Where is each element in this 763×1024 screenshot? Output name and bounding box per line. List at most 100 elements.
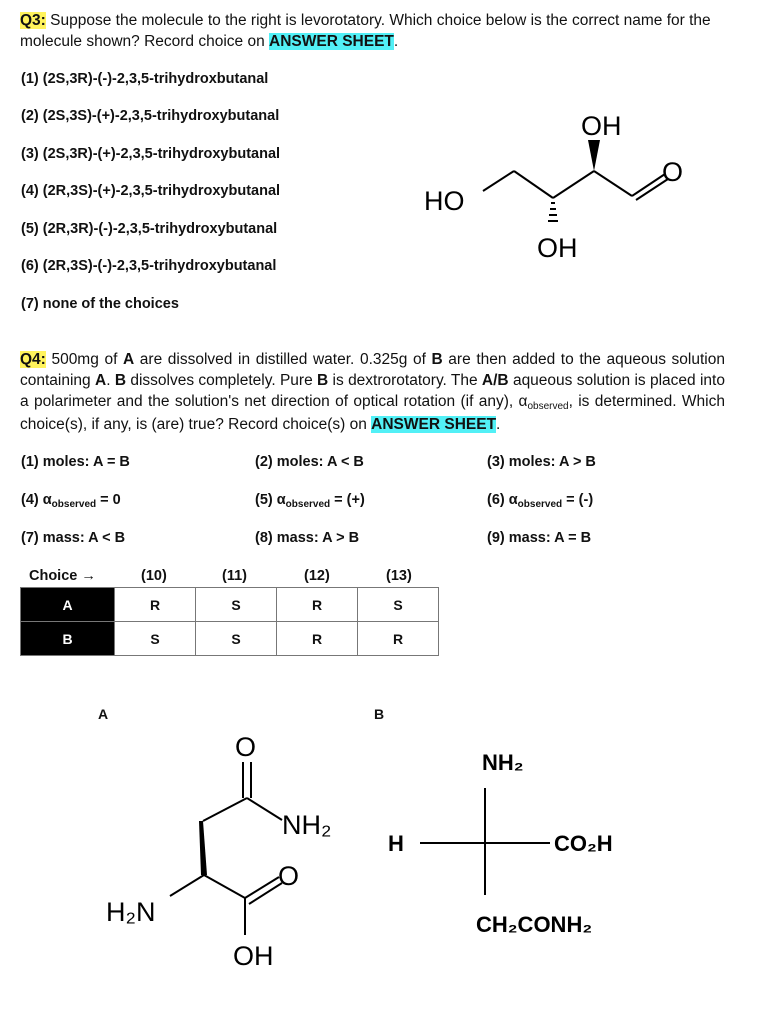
ch2conh2-label: CH₂CONH₂ bbox=[476, 912, 592, 937]
q4-observed-sub: observed bbox=[527, 401, 569, 412]
oh-bottom-label: OH bbox=[537, 233, 578, 263]
oh-label: OH bbox=[233, 941, 274, 971]
q3-choice-3: (3) (2S,3R)-(+)-2,3,5-trihydroxybutanal bbox=[21, 146, 281, 162]
q3-choice-4: (4) (2R,3S)-(+)-2,3,5-trihydroxybutanal bbox=[21, 183, 281, 199]
q4-text-8: , is determined. Which choice(s), if any… bbox=[20, 393, 725, 433]
ho-left-label: HO bbox=[424, 186, 465, 216]
q4-ab: A/B bbox=[481, 372, 509, 389]
table-cell: R bbox=[357, 621, 439, 656]
q4-choice-7: (7) mass: A < B bbox=[21, 530, 126, 546]
h-left-label: H bbox=[388, 831, 404, 856]
table-cell: S bbox=[195, 587, 277, 622]
table-row: A R S R S bbox=[20, 587, 439, 622]
q4-text-3: are then added to the aqueous solution c… bbox=[20, 351, 725, 389]
q4-label: Q4: bbox=[20, 351, 46, 368]
q4-text-5: dissolves completely. Pure bbox=[126, 372, 318, 389]
structure-a-label: A bbox=[98, 706, 109, 722]
q4-period: . bbox=[496, 416, 501, 433]
structure-b: NH₂ H CO₂H CH₂CONH₂ bbox=[388, 750, 613, 937]
bond bbox=[246, 797, 283, 821]
bond bbox=[513, 170, 554, 199]
q4-text-6: is dextrorotatory. The bbox=[328, 372, 482, 389]
q4-choice-5-prefix: (5) α bbox=[255, 492, 286, 508]
col-header-12: (12) bbox=[304, 568, 330, 584]
q4-question: Q4: 500mg of A are dissolved in distille… bbox=[20, 349, 725, 435]
q4-choice-8: (8) mass: A > B bbox=[255, 530, 360, 546]
o-label: O bbox=[662, 157, 683, 187]
row-label-a: A bbox=[20, 587, 115, 622]
q4-choice-6-prefix: (6) α bbox=[487, 492, 518, 508]
bond bbox=[248, 882, 283, 905]
q3-question: Q3: Suppose the molecule to the right is… bbox=[20, 10, 725, 52]
q4-choice-9: (9) mass: A = B bbox=[487, 530, 592, 546]
q4-text-4: . bbox=[106, 372, 115, 389]
table-row: B S S R R bbox=[20, 621, 439, 656]
q4-choice-2: (2) moles: A < B bbox=[255, 454, 364, 470]
table-cell: R bbox=[114, 587, 196, 622]
q4-b: B bbox=[114, 372, 127, 389]
q4-a: A bbox=[94, 372, 107, 389]
bond bbox=[552, 170, 595, 199]
q3-choice-6: (6) (2R,3S)-(-)-2,3,5-trihydroxybutanal bbox=[21, 258, 277, 274]
q4-choice-4-prefix: (4) α bbox=[21, 492, 52, 508]
q4-choice-6: (6) αobserved = (-) bbox=[487, 492, 594, 510]
q4-answer-sheet: ANSWER SHEET bbox=[371, 416, 497, 433]
structure-a: O NH₂ H₂N O OH bbox=[106, 732, 331, 971]
q4-b: B bbox=[431, 351, 443, 368]
bond bbox=[244, 876, 280, 899]
col-header-10: (10) bbox=[141, 568, 167, 584]
bond bbox=[635, 178, 669, 201]
q4-choice-6-suffix: = (-) bbox=[562, 492, 594, 508]
config-table: A R S R S B S S R R bbox=[20, 587, 439, 656]
q4-a: A bbox=[122, 351, 135, 368]
table-cell: R bbox=[276, 621, 358, 656]
q4-choice-1: (1) moles: A = B bbox=[21, 454, 130, 470]
nh2-top-label: NH₂ bbox=[482, 750, 524, 775]
h2n-label: H₂N bbox=[106, 897, 155, 927]
q3-choice-7: (7) none of the choices bbox=[21, 296, 179, 312]
q4-choice-4-suffix: = 0 bbox=[96, 492, 121, 508]
observed-sub: observed bbox=[517, 499, 563, 510]
table-cell: R bbox=[276, 587, 358, 622]
q4-choice-5: (5) αobserved = (+) bbox=[255, 492, 365, 510]
oh-top-label: OH bbox=[581, 111, 622, 141]
q3-label: Q3: bbox=[20, 12, 46, 29]
q3-choice-5: (5) (2R,3R)-(-)-2,3,5-trihydroxybutanal bbox=[21, 221, 278, 237]
wedge-bond bbox=[588, 140, 600, 171]
table-cell: S bbox=[114, 621, 196, 656]
o-right-label: O bbox=[278, 861, 299, 891]
q3-answer-sheet: ANSWER SHEET bbox=[269, 33, 394, 50]
bond bbox=[202, 797, 248, 822]
observed-sub: observed bbox=[51, 499, 97, 510]
bond bbox=[169, 874, 205, 897]
hash-bond bbox=[548, 202, 558, 222]
q4-text-7: aqueous solution is placed into a polari… bbox=[20, 372, 725, 410]
nh2-label: NH₂ bbox=[282, 810, 331, 840]
q3-molecule: HO O OH OH bbox=[424, 111, 683, 263]
q4-text-2: are dissolved in distilled water. 0.325g… bbox=[134, 351, 432, 368]
col-header-13: (13) bbox=[386, 568, 412, 584]
q4-choice-3: (3) moles: A > B bbox=[487, 454, 596, 470]
col-header-11: (11) bbox=[222, 568, 247, 584]
q4-b: B bbox=[317, 372, 329, 389]
q4-choice-5-suffix: = (+) bbox=[330, 492, 365, 508]
bond bbox=[593, 170, 633, 197]
bond bbox=[631, 173, 666, 197]
q3-choice-1: (1) (2S,3R)-(-)-2,3,5-trihydroxbutanal bbox=[21, 71, 269, 87]
structure-b-label: B bbox=[374, 706, 385, 722]
table-cell: S bbox=[357, 587, 439, 622]
co2h-label: CO₂H bbox=[554, 831, 613, 856]
row-label-b: B bbox=[20, 621, 115, 656]
q3-period: . bbox=[393, 33, 399, 50]
q4-text-1: 500mg of bbox=[45, 351, 123, 368]
o-top-label: O bbox=[235, 732, 256, 762]
table-cell: S bbox=[195, 621, 277, 656]
q3-text: Suppose the molecule to the right is lev… bbox=[20, 12, 711, 50]
bond bbox=[482, 170, 515, 192]
wedge-bond bbox=[199, 821, 207, 875]
q3-choice-2: (2) (2S,3S)-(+)-2,3,5-trihydroxybutanal bbox=[21, 108, 280, 124]
bond bbox=[203, 874, 246, 899]
choice-arrow-label: Choice → bbox=[29, 568, 96, 584]
observed-sub: observed bbox=[285, 499, 331, 510]
q4-choice-4: (4) αobserved = 0 bbox=[21, 492, 121, 510]
